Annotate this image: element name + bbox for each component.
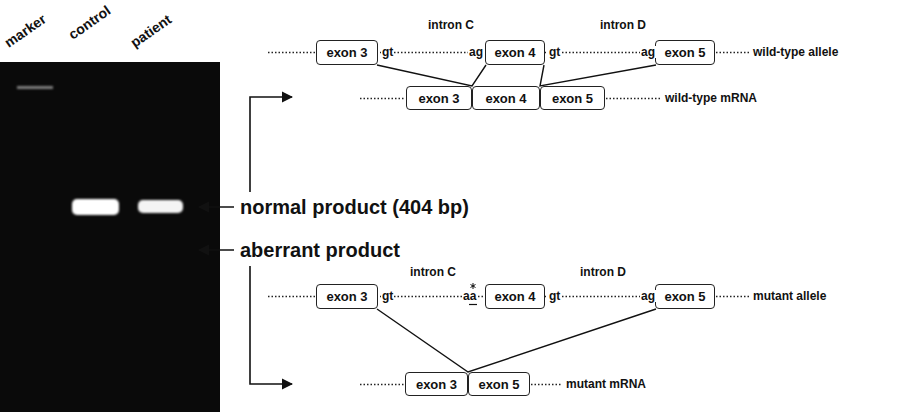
- annotation-label: wild-type allele: [752, 46, 839, 58]
- exon-label: exon 4: [485, 92, 526, 105]
- exon-box: exon 3: [316, 284, 378, 309]
- mutation-star: [471, 283, 476, 289]
- dotted-strand: [360, 384, 404, 385]
- gel-image: [0, 62, 220, 412]
- exon-label: exon 3: [418, 92, 459, 105]
- exon-label: exon 5: [552, 92, 593, 105]
- patient-band: [138, 200, 183, 213]
- exon-label: exon 3: [326, 46, 367, 59]
- annotation-label: gt: [548, 46, 561, 58]
- exon-label: exon 5: [664, 290, 705, 303]
- splice-line: [377, 65, 486, 86]
- pointer-arrow: [199, 206, 234, 208]
- exon-label: exon 5: [664, 46, 705, 59]
- annotation-label: mutant allele: [752, 290, 827, 302]
- exon-label: exon 4: [494, 290, 535, 303]
- annotation-label: ag: [640, 290, 656, 302]
- annotation-label: normal product (404 bp): [240, 197, 469, 217]
- exon-box: exon 4: [485, 284, 545, 309]
- bracket-arrow: [250, 266, 292, 384]
- annotation-label: mutant mRNA: [565, 378, 647, 390]
- mutation-underline: [469, 304, 477, 305]
- bracket-arrow: [250, 97, 292, 192]
- lane-label: control: [66, 3, 113, 42]
- exon-box: exon 3: [316, 40, 378, 65]
- dotted-strand: [360, 98, 405, 99]
- exon-label: exon 4: [494, 46, 535, 59]
- exon-label: exon 3: [416, 378, 457, 391]
- annotation-label: intron D: [580, 266, 626, 278]
- splice-line: [540, 65, 656, 86]
- annotation-label: gt: [548, 290, 561, 302]
- dotted-strand: [531, 384, 562, 385]
- pointer-arrow: [199, 249, 234, 251]
- annotation-label: intron C: [410, 266, 456, 278]
- lane-label: patient: [128, 12, 174, 50]
- exon-box: exon 3: [406, 86, 472, 110]
- exon-label: exon 5: [478, 378, 519, 391]
- annotation-label: aberrant product: [240, 240, 400, 260]
- lane-label: marker: [2, 11, 48, 49]
- dotted-strand: [606, 98, 661, 99]
- exon-box: exon 4: [472, 86, 540, 110]
- annotation-label: intron C: [428, 19, 474, 31]
- annotation-label: intron D: [600, 19, 646, 31]
- exon-box: exon 5: [540, 86, 605, 110]
- exon-box: exon 3: [405, 372, 468, 396]
- annotation-label: ag: [468, 46, 484, 58]
- exon-box: exon 5: [468, 372, 530, 396]
- annotation-label: wild-type mRNA: [664, 92, 758, 104]
- exon-box: exon 5: [655, 284, 715, 309]
- splice-line: [377, 309, 656, 372]
- exon-label: exon 3: [326, 290, 367, 303]
- annotation-label: gt: [381, 46, 394, 58]
- exon-box: exon 4: [485, 40, 545, 65]
- annotation-label: aa: [462, 290, 477, 302]
- annotation-label: gt: [381, 290, 394, 302]
- exon-box: exon 5: [655, 40, 715, 65]
- marker-band: [17, 86, 53, 89]
- control-band: [72, 199, 119, 215]
- annotation-label: ag: [640, 46, 656, 58]
